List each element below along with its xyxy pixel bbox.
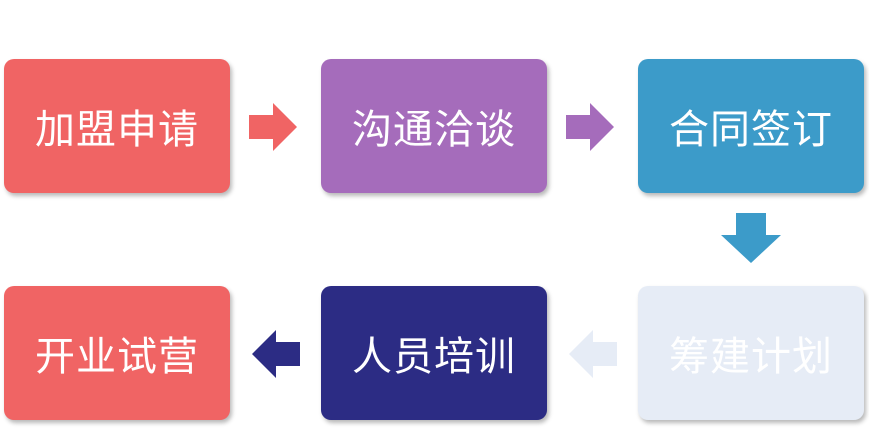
step-preparation-plan: 筹建计划 [638, 286, 864, 420]
step-staff-training: 人员培训 [321, 286, 547, 420]
step-label: 合同签订 [669, 107, 833, 153]
arrow-right-icon [566, 103, 614, 151]
step-label: 沟通洽谈 [352, 107, 516, 153]
step-label: 加盟申请 [35, 107, 199, 153]
step-label: 人员培训 [352, 334, 516, 380]
arrow-left-icon [252, 330, 300, 378]
step-label: 开业试营 [35, 334, 199, 380]
arrow-right-icon [249, 103, 297, 151]
step-franchise-application: 加盟申请 [4, 59, 230, 193]
arrow-left-icon [569, 330, 617, 378]
step-trial-opening: 开业试营 [4, 286, 230, 420]
arrow-down-icon [721, 213, 781, 263]
step-label: 筹建计划 [669, 334, 833, 380]
step-negotiation: 沟通洽谈 [321, 59, 547, 193]
step-contract-signing: 合同签订 [638, 59, 864, 193]
